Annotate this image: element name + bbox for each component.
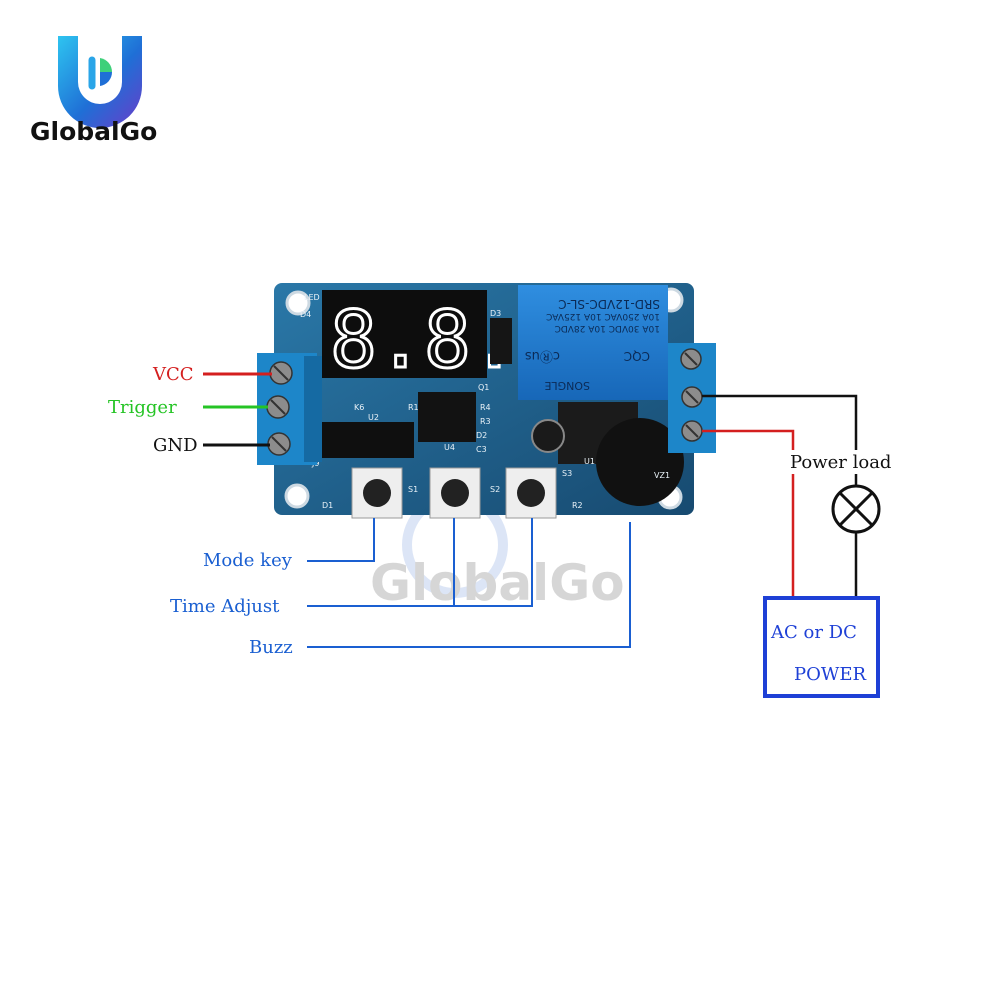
power-load-label: Power load xyxy=(790,452,891,473)
relay-timer-module: 8.8.8. SRD-12VDC-SL-C 10A 250VAC 10A 125… xyxy=(274,283,694,519)
silk-u2: U2 xyxy=(368,413,379,422)
logo-mark-icon xyxy=(58,36,142,128)
lamp-icon xyxy=(831,484,881,534)
screw-terminal[interactable] xyxy=(266,395,290,419)
silk-d3: D3 xyxy=(490,309,501,318)
buzz-leader xyxy=(307,522,631,648)
screw-terminal[interactable] xyxy=(681,386,703,408)
time-adjust-label: Time Adjust xyxy=(170,596,280,617)
input-terminal-block xyxy=(257,353,322,465)
relay-brand: SONGLE xyxy=(544,379,590,392)
silk-s1: S1 xyxy=(408,485,418,494)
gnd-label: GND xyxy=(153,435,198,456)
chip-u2 xyxy=(322,422,414,458)
silk-vz1: VZ1 xyxy=(654,471,670,480)
buzz-label: Buzz xyxy=(249,637,293,658)
output-terminal-block xyxy=(668,343,716,453)
silk-s3: S3 xyxy=(562,469,572,478)
mode-key-label: Mode key xyxy=(203,550,293,571)
silk-k6: K6 xyxy=(354,403,364,412)
brand-name: GlobalGo xyxy=(30,117,157,146)
relay-rating-1: 10A 250VAC 10A 125VAC xyxy=(546,311,660,321)
power-source-line1: AC or DC xyxy=(770,622,857,643)
silk-d2: D2 xyxy=(476,431,487,440)
power-source-box xyxy=(763,596,880,698)
relay-cert-ul: cⓇus xyxy=(525,348,560,363)
relay xyxy=(518,285,668,400)
silk-r3: R3 xyxy=(480,417,491,426)
label-mask xyxy=(790,450,910,474)
silk-d1: D1 xyxy=(322,501,333,510)
silk-led: LED xyxy=(304,293,320,302)
vcc-label: VCC xyxy=(152,364,194,385)
silk-r1: R1 xyxy=(408,403,419,412)
screw-terminal[interactable] xyxy=(269,361,293,385)
mount-hole xyxy=(285,290,311,316)
silk-u4: U4 xyxy=(444,443,455,452)
capacitor xyxy=(531,419,565,453)
screw-terminal[interactable] xyxy=(681,420,703,442)
mode-key-leader xyxy=(307,518,375,562)
mount-hole xyxy=(284,483,310,509)
chip-u4 xyxy=(418,392,476,442)
load-wire-red xyxy=(702,429,795,598)
screw-terminal[interactable] xyxy=(267,432,291,456)
relay-model: SRD-12VDC-SL-C xyxy=(558,297,660,311)
relay-cert-cqc: CQC xyxy=(624,349,650,363)
silk-r4: R4 xyxy=(480,403,491,412)
screw-terminal[interactable] xyxy=(680,348,702,370)
silk-s2: S2 xyxy=(490,485,500,494)
silk-c3: C3 xyxy=(476,445,487,454)
seven-segment-display xyxy=(322,290,487,378)
time-adjust-up-button[interactable] xyxy=(505,467,557,519)
brand-logo: GlobalGo xyxy=(30,36,157,146)
silk-u1: U1 xyxy=(584,457,595,466)
trigger-label: Trigger xyxy=(108,397,177,418)
diode-d3 xyxy=(490,318,512,364)
silk-q1: Q1 xyxy=(478,383,489,392)
control-leaders xyxy=(307,518,631,648)
watermark-text: GlobalGo xyxy=(370,554,625,612)
silk-d4: D4 xyxy=(300,310,311,319)
buzzer xyxy=(596,418,684,506)
power-source-line2: POWER xyxy=(794,664,867,685)
mode-key-button[interactable] xyxy=(351,467,403,519)
time-adjust-down-button[interactable] xyxy=(429,467,481,519)
silk-r2: R2 xyxy=(572,501,583,510)
time-adjust-leader xyxy=(307,518,533,607)
relay-rating-2: 10A 30VDC 10A 28VDC xyxy=(555,323,660,333)
